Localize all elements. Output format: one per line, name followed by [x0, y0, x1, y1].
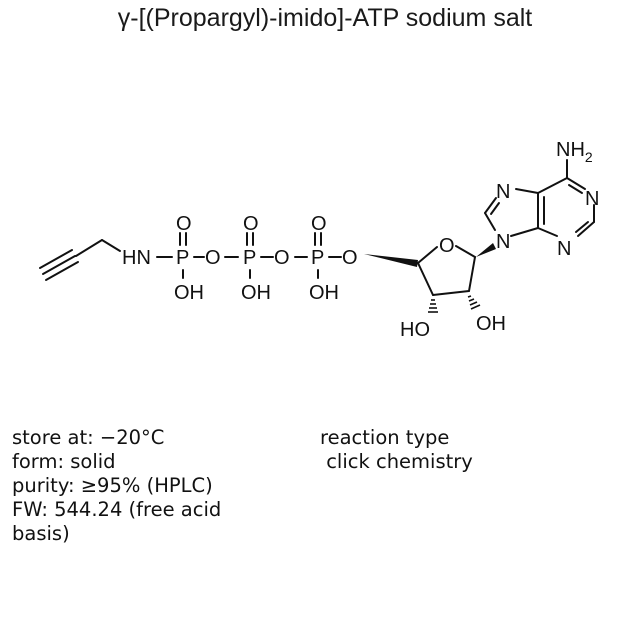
atom-o-link-3: O — [342, 247, 358, 269]
formula-weight: FW: 544.24 (free acid — [12, 498, 222, 521]
atom-oh-2prime: OH — [476, 313, 506, 335]
atom-nh2-main: NH — [556, 139, 585, 161]
reaction-type-label: reaction type — [320, 426, 450, 449]
atom-p-2: P — [243, 247, 256, 269]
reaction-info: reaction type click chemistry — [320, 426, 473, 474]
alkyne-triple-bond — [39, 249, 79, 281]
storage-temperature: store at: −20°C — [12, 426, 165, 449]
purity: purity: ≥95% (HPLC) — [12, 474, 213, 497]
atom-o-top-2: O — [243, 213, 259, 235]
compound-title: γ-[(Propargyl)-imido]-ATP sodium salt — [117, 4, 533, 32]
atom-p-3: P — [311, 247, 324, 269]
atom-ring-o: O — [439, 235, 455, 257]
atom-n1: N — [585, 188, 599, 210]
atom-ho-3prime: HO — [400, 319, 430, 341]
chemical-structure-diagram: HN O P OH O O P OH O O P OH O O HO OH N … — [39, 139, 599, 341]
atom-p-1: P — [176, 247, 189, 269]
formula-weight-basis: basis) — [12, 522, 70, 545]
atom-n7: N — [496, 181, 510, 203]
atom-n9: N — [496, 231, 510, 253]
reaction-type-value: click chemistry — [320, 450, 473, 473]
wedge-bond-c5 — [364, 254, 418, 267]
hashed-bonds — [428, 295, 481, 313]
atom-o-top-1: O — [176, 213, 192, 235]
physical-form: form: solid — [12, 450, 116, 473]
product-properties: store at: −20°C form: solid purity: ≥95%… — [12, 426, 221, 546]
atom-oh-3: OH — [309, 282, 339, 304]
atom-o-top-3: O — [311, 213, 327, 235]
atom-o-link-1: O — [205, 247, 221, 269]
atom-nh2: NH2 — [556, 139, 593, 165]
atom-nh2-subscript: 2 — [585, 149, 593, 165]
wedge-bond-n9 — [476, 243, 496, 257]
atom-hn: HN — [122, 247, 151, 269]
atom-oh-1: OH — [174, 282, 204, 304]
atom-n3: N — [557, 238, 571, 260]
atom-oh-2: OH — [241, 282, 271, 304]
atom-o-link-2: O — [274, 247, 290, 269]
